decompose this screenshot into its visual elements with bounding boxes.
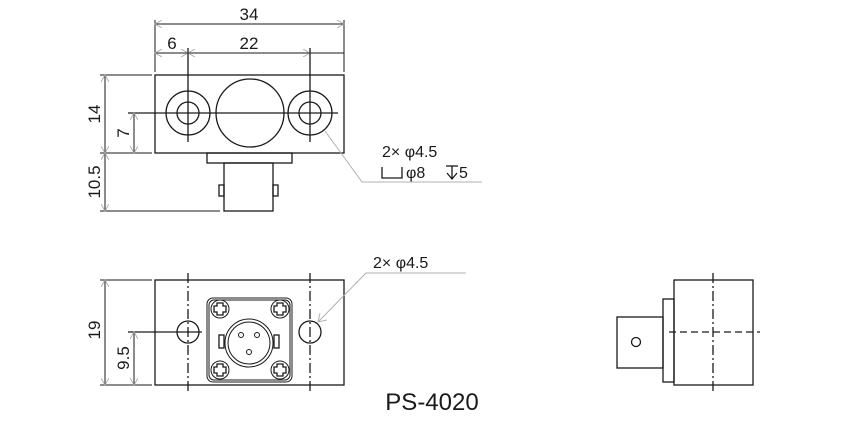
front-hole-note-leader	[317, 272, 466, 323]
hole-left	[176, 101, 200, 125]
depth-symbol-icon	[446, 165, 458, 181]
connector-flange	[206, 152, 293, 164]
hole-note-line1: 2× φ4.5	[382, 144, 437, 161]
side-connector	[616, 316, 664, 369]
screw-icon	[210, 360, 230, 380]
model-label: PS-4020	[385, 389, 478, 416]
side-connector-hole	[630, 336, 642, 348]
top-body-outline	[154, 74, 345, 154]
hole-note-depth: 5	[459, 165, 468, 182]
hole-note-leader	[324, 130, 482, 183]
dim-overall-width: 34	[240, 5, 259, 24]
dim-front-hole-center-height: 9.5	[114, 346, 133, 370]
screw-icon	[270, 360, 290, 380]
pin-icon	[246, 349, 252, 355]
side-view	[616, 273, 760, 392]
side-flange	[662, 298, 675, 383]
sensor-window	[215, 78, 285, 148]
top-view: 34 6 22 14 7 10.5 2× φ	[85, 5, 482, 211]
counterbore-right	[287, 90, 333, 136]
hole-note-counterbore: φ8	[406, 165, 425, 182]
front-hole-right	[298, 320, 322, 344]
dim-body-height: 14	[85, 105, 104, 124]
dim-edge-to-hole: 6	[167, 34, 176, 53]
counterbore-left	[165, 90, 211, 136]
front-hole-note: 2× φ4.5	[373, 255, 428, 272]
dim-front-height: 19	[85, 321, 104, 340]
dim-hole-center-height: 7	[114, 128, 133, 137]
connector-body	[223, 162, 274, 212]
dim-connector-depth: 10.5	[85, 165, 104, 198]
dim-hole-pitch: 22	[240, 34, 259, 53]
screw-icon	[210, 299, 230, 319]
pin-icon	[238, 332, 244, 338]
front-hole-left	[176, 320, 200, 344]
hole-right	[298, 101, 322, 125]
front-view: 19 9.5 2× φ4.5	[85, 255, 466, 392]
connector-face	[206, 297, 293, 383]
pin-icon	[254, 332, 260, 338]
counterbore-symbol-icon	[381, 167, 403, 179]
screw-icon	[270, 299, 290, 319]
